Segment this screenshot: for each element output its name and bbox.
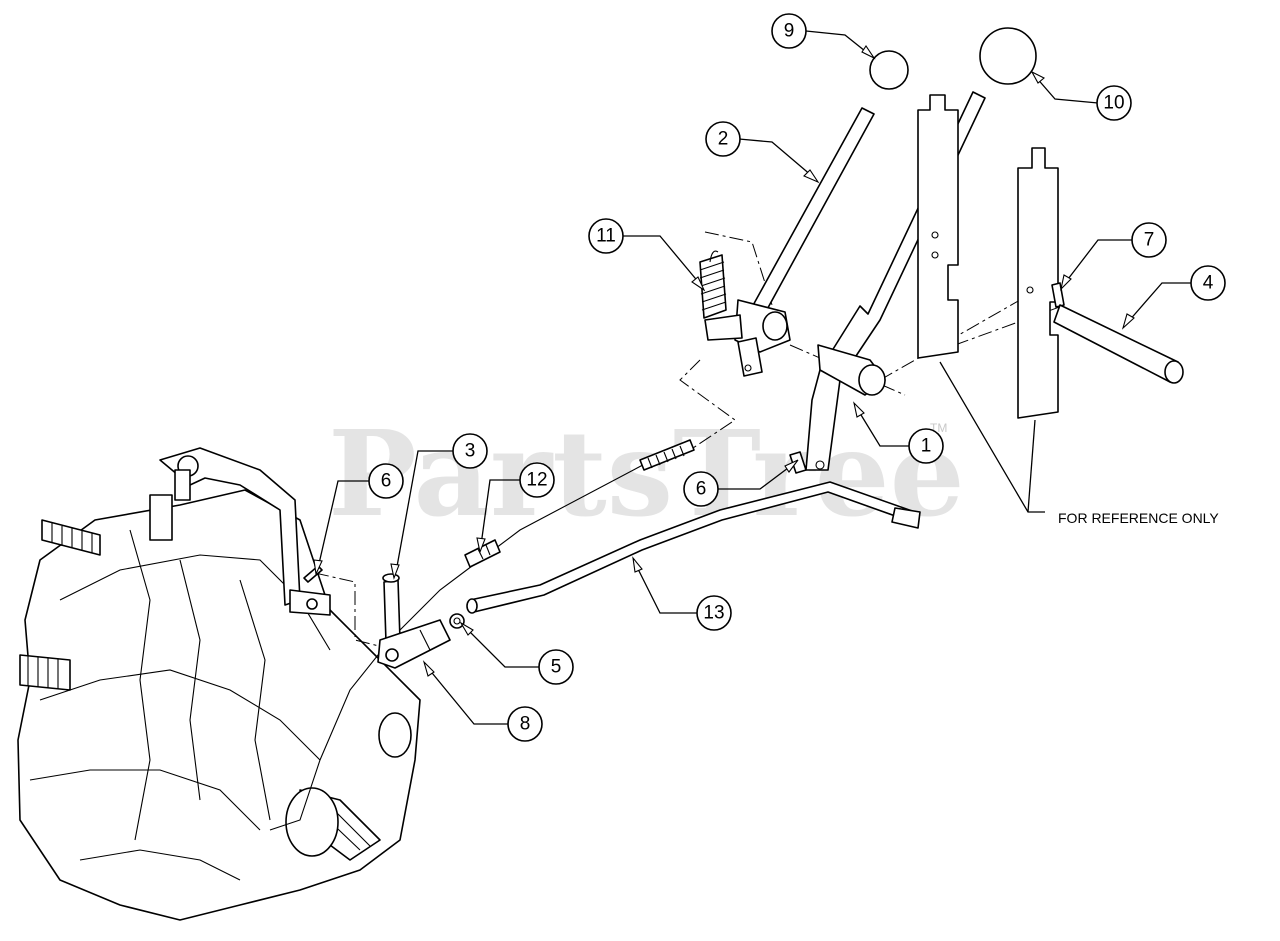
callout-5: 5 (538, 649, 574, 685)
svg-text:5: 5 (551, 657, 562, 678)
svg-text:4: 4 (1203, 273, 1214, 294)
callout-11: 11 (588, 218, 624, 254)
reference-plate-2 (1017, 147, 1059, 419)
callout-9: 9 (771, 13, 807, 49)
svg-text:9: 9 (784, 21, 795, 42)
callout-6-left: 6 (368, 463, 404, 499)
svg-text:11: 11 (596, 226, 616, 247)
svg-text:7: 7 (1144, 230, 1155, 251)
part-8-clevis (377, 619, 451, 669)
callout-7: 7 (1131, 222, 1167, 258)
callout-12: 12 (519, 462, 555, 498)
callout-1: 1 (908, 428, 944, 464)
callout-6-right: 6 (683, 471, 719, 507)
part-13-control-rod (466, 481, 921, 614)
callout-4: 4 (1190, 265, 1226, 301)
part-3-pin (382, 573, 401, 643)
callout-8: 8 (507, 706, 543, 742)
part-11-spring (699, 250, 727, 335)
part-2-lever (704, 107, 875, 377)
svg-text:3: 3 (465, 441, 476, 462)
callout-10: 10 (1096, 85, 1132, 121)
callout-2: 2 (705, 121, 741, 157)
watermark-text: PartsTree (328, 404, 965, 543)
part-9-knob (869, 50, 909, 90)
svg-text:6: 6 (696, 479, 707, 500)
reference-plate-1 (917, 94, 959, 359)
callout-3: 3 (452, 433, 488, 469)
part-4-shaft (1053, 304, 1184, 384)
transmission-assembly (17, 447, 421, 921)
reference-leader-2 (1027, 419, 1036, 513)
svg-text:8: 8 (520, 714, 531, 735)
svg-text:10: 10 (1103, 93, 1124, 114)
svg-text:13: 13 (703, 603, 724, 624)
part-10-knob (979, 27, 1037, 85)
svg-text:6: 6 (381, 471, 392, 492)
part-5-nut (449, 613, 465, 629)
svg-text:2: 2 (718, 129, 729, 150)
callout-13: 13 (696, 595, 732, 631)
svg-text:1: 1 (921, 436, 932, 457)
svg-text:12: 12 (526, 470, 547, 491)
reference-note: FOR REFERENCE ONLY (1058, 510, 1219, 526)
